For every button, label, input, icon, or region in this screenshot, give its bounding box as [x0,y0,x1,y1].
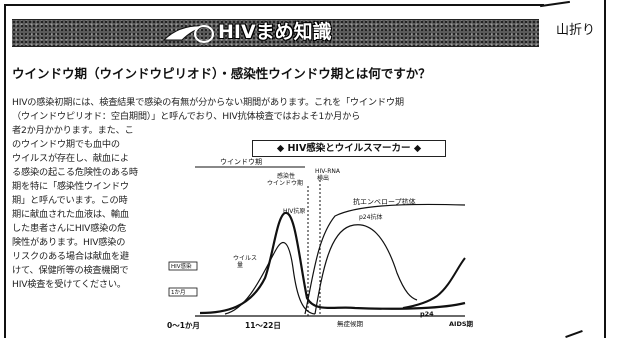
question-heading: ウインドウ期（ウインドウピリオド）・感染性ウインドウ期とは何ですか？ [12,66,431,81]
fold-mark-top [540,0,570,8]
hiv-infection-label: HIV感染 [171,262,192,270]
chart-title: ◆ HIV感染とウイルスマーカー ◆ [252,140,446,157]
paragraph-line: る感染の起こる危険性のある時 [12,167,138,178]
frame-top-border [4,4,544,6]
p24-antibody-label: p24抗体 [359,213,382,221]
axis-unit-box [168,287,198,297]
viral-load-curve [199,211,466,315]
paragraph-line: HIV検査を受けてください。 [12,279,126,290]
stage-label: AIDS期 [449,319,474,328]
envelope-antibody-curve [304,203,466,315]
envelope-antibody-label: 抗エンベロープ抗体 [353,197,416,206]
axis-unit-label: 1か月 [171,289,186,296]
antigen-curve [224,241,316,315]
fold-mark-bottom [565,329,583,338]
infectious-window-label: 感染性 ウインドウ期 [267,172,303,187]
window-period-label: ウインドウ期 [220,158,262,166]
paragraph-line: した患者さんにHIV感染の危 [12,223,127,234]
paragraph-line: のウインドウ期でも血中の [12,139,120,150]
hiv-antigen-label: HIV抗原 [283,207,305,215]
paragraph-line: HIVの感染初期には、検査結果で感染の有無が分からない期間があります。これを「ウ… [12,97,404,108]
p24-antibody-curve [314,224,418,315]
stage-label: 0〜1か月 [167,321,200,330]
paragraph-line: ウイルスが存在し、献血によ [12,153,129,164]
stage-label: 11〜22日 [245,321,281,330]
paragraph-line: リスクのある場合は献血を避 [12,251,129,262]
paragraph-line: 険性があります。HIV感染の [12,237,126,248]
banner-title: HIVまめ知識 [218,21,332,43]
paragraph-line: 者2か月かかります。また、こ [12,125,134,136]
hiv-infection-box [168,261,198,271]
swoosh-icon [162,25,214,43]
paragraph-line: 期」と呼んでいます。この時 [12,195,128,206]
stage-label: 無症候期 [337,319,364,328]
section-banner: HIVまめ知識 [12,19,539,47]
paragraph-line: （ウインドウピリオド：空白期間）」と呼んでおり、HIV抗体検査ではおよそ1か月か… [12,111,361,122]
paragraph-line: 期を特に「感染性ウインドウ [12,181,129,192]
fold-instruction-label: 山折り [556,23,596,38]
frame-right-border [604,0,606,338]
p24-label: p24 [420,310,434,318]
paragraph-line: けて、保健所等の検査機関で [12,265,129,276]
frame-left-border [4,4,6,338]
virus-marker-diagram: ウインドウ期 感染性 ウインドウ期 HIV-RNA 検出 HIV抗原 抗エンベロ… [167,158,474,330]
p24-late-curve [402,257,466,309]
hiv-rna-label: HIV-RNA 検出 [315,168,342,182]
viral-load-label: ウイルス 量 [233,254,259,269]
paragraph-line: 期に献血された血液は、輸血 [12,209,129,220]
